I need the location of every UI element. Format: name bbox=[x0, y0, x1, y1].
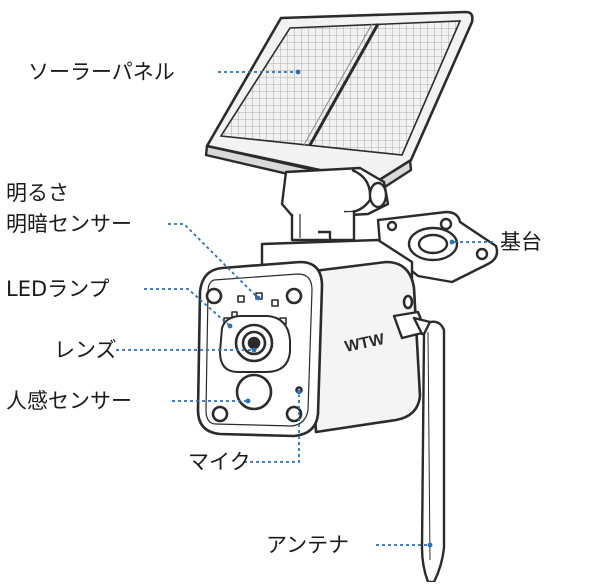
label-solar-panel: ソーラーパネル bbox=[28, 60, 175, 84]
leader-led bbox=[144, 288, 231, 327]
label-microphone: マイク bbox=[188, 450, 251, 474]
label-base: 基台 bbox=[500, 230, 542, 254]
label-motion-sensor: 人感センサー bbox=[6, 389, 132, 413]
leader-mic bbox=[244, 395, 300, 463]
antenna bbox=[392, 310, 446, 584]
camera-body: WTW bbox=[196, 260, 422, 438]
leader-lines bbox=[116, 69, 496, 548]
label-light-sensor: 明暗センサー bbox=[6, 212, 132, 236]
label-led-lamp: LEDランプ bbox=[6, 277, 110, 301]
label-antenna: アンテナ bbox=[266, 533, 350, 557]
mount-arm bbox=[260, 166, 499, 292]
leader-brightness bbox=[168, 223, 259, 299]
solar-panel bbox=[204, 10, 474, 196]
label-brightness: 明るさ bbox=[6, 181, 69, 205]
label-lens: レンズ bbox=[54, 338, 117, 362]
